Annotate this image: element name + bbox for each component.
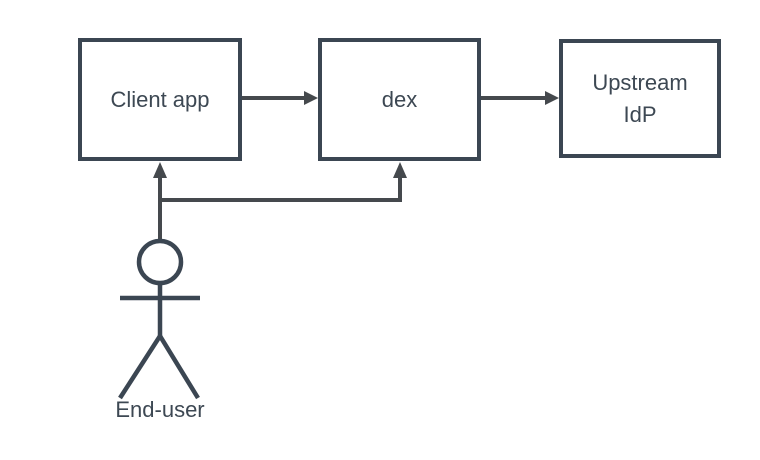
node-client-app-label: Client app — [110, 86, 210, 112]
arrow-enduser-to-clientapp — [153, 162, 167, 241]
arrow-enduser-to-dex — [160, 162, 407, 202]
node-upstream-idp: Upstream IdP — [559, 39, 721, 158]
end-user-label: End-user — [115, 397, 205, 422]
node-upstream-idp-label: Upstream IdP — [592, 69, 688, 127]
node-dex: dex — [318, 38, 481, 161]
arrow-dex-to-upstreamidp — [481, 91, 559, 105]
node-client-app: Client app — [78, 38, 242, 161]
end-user-head — [136, 238, 184, 286]
node-dex-label: dex — [381, 86, 418, 112]
end-user-figure — [118, 238, 200, 400]
arrow-clientapp-to-dex — [242, 91, 318, 105]
end-user-legs — [118, 331, 200, 400]
